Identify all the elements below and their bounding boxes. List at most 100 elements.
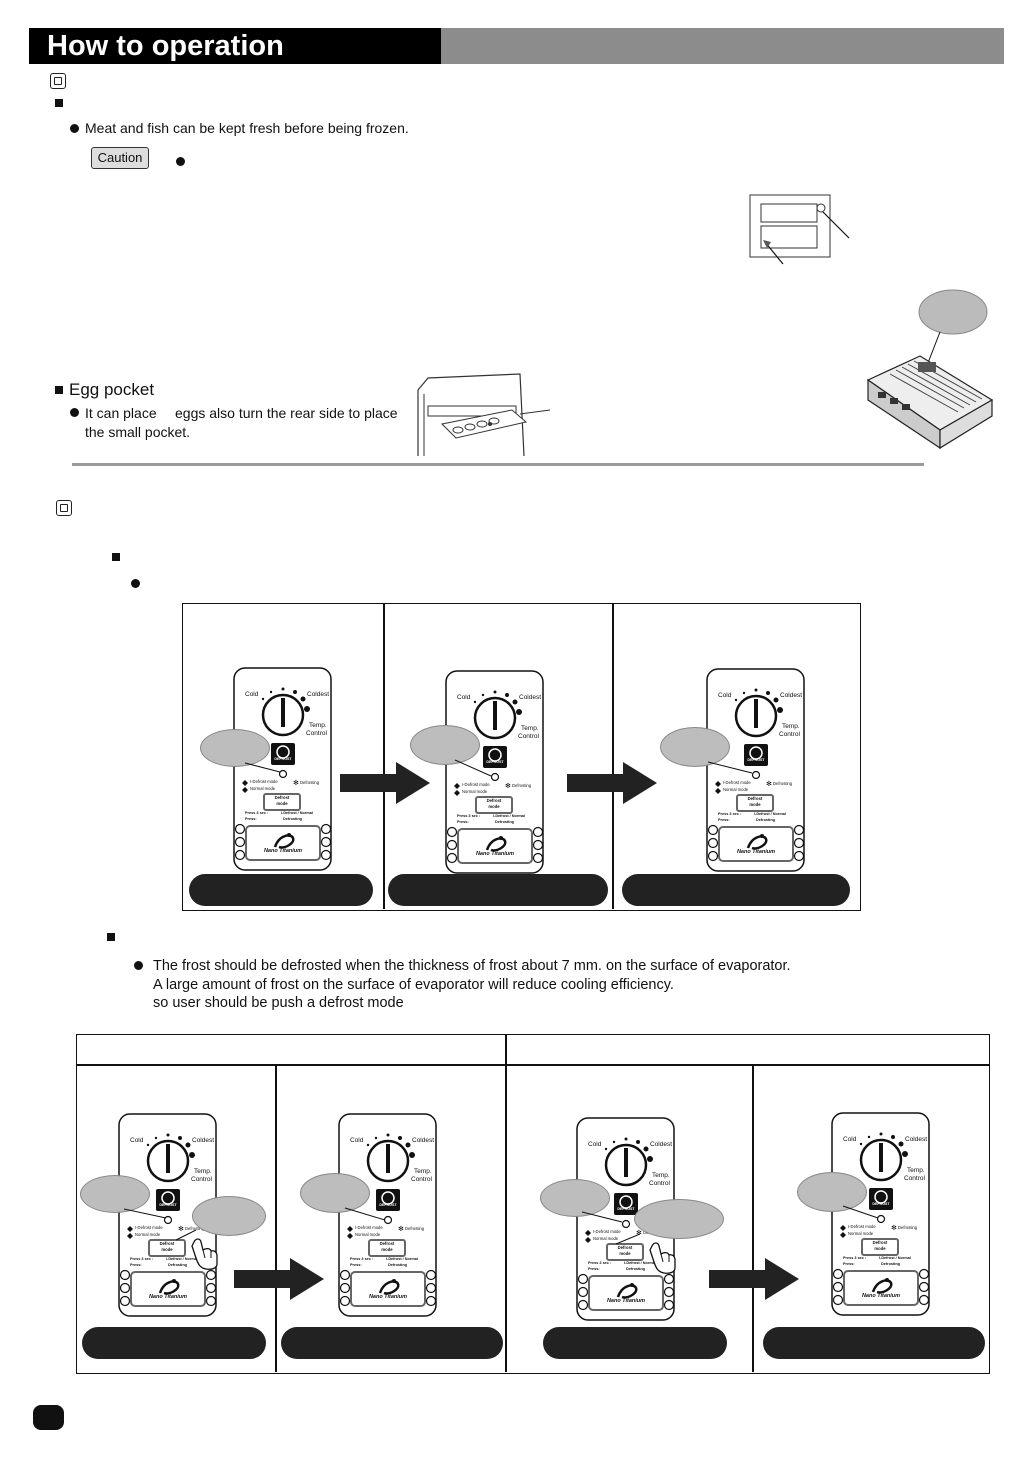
defrosting-label: Defrosting bbox=[512, 783, 532, 788]
round-bullet-icon bbox=[176, 157, 185, 166]
defrost-button-label[interactable]: Defrost bbox=[379, 1241, 395, 1246]
cold-label: Cold bbox=[245, 691, 259, 698]
normal-mode-label: Normal mode bbox=[723, 787, 749, 792]
nano-titanium-logo: Nano Titanium bbox=[263, 848, 303, 854]
coldest-label: Coldest bbox=[905, 1136, 928, 1143]
press-label: Press: bbox=[245, 817, 257, 821]
divider bbox=[612, 604, 614, 909]
control-panel-outline: ✻ bbox=[233, 667, 332, 871]
control-label: Control bbox=[779, 731, 800, 738]
defrost-button-label[interactable]: Defrost bbox=[274, 795, 290, 800]
press-label: Press: bbox=[130, 1263, 142, 1267]
arrow-right-icon bbox=[709, 1258, 799, 1300]
press3-value: I-Defrost / Normal bbox=[754, 812, 786, 816]
control-panel-outline: ✻ bbox=[576, 1117, 675, 1321]
callout-bubble bbox=[410, 725, 480, 765]
defrost-text-3: so user should be push a defrost mode bbox=[153, 995, 404, 1011]
control-label: Control bbox=[191, 1176, 212, 1183]
idefrost-mode-label: I-Defrost mode bbox=[135, 1225, 163, 1230]
hand-press-icon bbox=[191, 1238, 218, 1270]
control-panel-outline: ✻ bbox=[706, 668, 805, 872]
callout-bubble bbox=[540, 1179, 610, 1217]
idefrost-mode-label: I-Defrost mode bbox=[355, 1225, 383, 1230]
square-bullet-icon bbox=[55, 386, 63, 394]
label-pill bbox=[622, 874, 850, 906]
svg-text:✻: ✻ bbox=[505, 782, 511, 790]
callout-bubble bbox=[634, 1199, 724, 1239]
divider bbox=[275, 1065, 277, 1372]
defrost-badge-label: DEFROST bbox=[486, 760, 504, 764]
callout-bubble bbox=[80, 1175, 150, 1213]
cold-label: Cold bbox=[588, 1141, 602, 1148]
section-divider bbox=[72, 463, 924, 466]
defrost-button-label[interactable]: Defrost bbox=[486, 798, 502, 803]
divider bbox=[383, 604, 385, 909]
coldest-label: Coldest bbox=[519, 694, 542, 701]
cold-label: Cold bbox=[718, 692, 732, 699]
idefrost-mode-label: I-Defrost mode bbox=[723, 780, 751, 785]
defrost-button-label-2[interactable]: mode bbox=[161, 1247, 173, 1252]
section-icon bbox=[56, 500, 72, 516]
callout-bubble bbox=[660, 727, 730, 767]
defrost-button-label[interactable]: Defrost bbox=[872, 1240, 888, 1245]
defrost-button-label[interactable]: Defrost bbox=[159, 1241, 175, 1246]
title-bar: How to operation bbox=[29, 28, 1004, 64]
egg-pocket-text-b: eggs also turn the rear side to place bbox=[175, 405, 398, 421]
defrost-button-label-2[interactable]: mode bbox=[619, 1251, 631, 1256]
defrost-button-label-2[interactable]: mode bbox=[381, 1247, 393, 1252]
temp-label: Temp. bbox=[194, 1168, 212, 1175]
callout-leader bbox=[244, 762, 281, 773]
defrost-button-label[interactable]: Defrost bbox=[617, 1245, 633, 1250]
coldest-label: Coldest bbox=[192, 1137, 215, 1144]
defrost-badge-label: DEFROST bbox=[617, 1207, 635, 1211]
press-label: Press: bbox=[588, 1267, 600, 1271]
idefrost-mode-label: I-Defrost mode bbox=[848, 1224, 876, 1229]
coldest-label: Coldest bbox=[650, 1141, 673, 1148]
control-panel-outline: ✻ bbox=[118, 1113, 217, 1317]
press3-value: I-Defrost / Normal bbox=[493, 814, 525, 818]
svg-text:✻: ✻ bbox=[891, 1224, 897, 1232]
arrow-right-icon bbox=[234, 1258, 324, 1300]
control-label: Control bbox=[411, 1176, 432, 1183]
svg-text:✻: ✻ bbox=[636, 1229, 642, 1237]
press3-label: Press 3 sec : bbox=[718, 812, 742, 816]
press-label: Press: bbox=[843, 1262, 855, 1266]
nano-titanium-logo: Nano Titanium bbox=[475, 851, 515, 857]
arrow-right-icon bbox=[340, 762, 430, 804]
callout-bubble bbox=[200, 729, 270, 767]
callout-leader bbox=[123, 1208, 167, 1219]
hand-press-icon bbox=[649, 1242, 676, 1274]
defrosting-label: Defrosting bbox=[185, 1226, 205, 1231]
arrow-right-icon bbox=[567, 762, 657, 804]
temp-label: Temp. bbox=[521, 725, 539, 732]
defrosting-label: Defrosting bbox=[405, 1226, 425, 1231]
meat-fish-text: Meat and fish can be kept fresh before b… bbox=[85, 120, 409, 136]
press-value: Defrosting bbox=[881, 1262, 900, 1266]
defrosting-label: Defrosting bbox=[898, 1225, 918, 1230]
temp-label: Temp. bbox=[414, 1168, 432, 1175]
page-title: How to operation bbox=[47, 30, 284, 62]
nano-titanium-logo: Nano Titanium bbox=[736, 849, 776, 855]
divider bbox=[505, 1035, 507, 1372]
control-panel: ✻ Cold Coldest Temp. Control DEFROST I-D… bbox=[831, 1112, 931, 1316]
press-label: Press: bbox=[457, 820, 469, 824]
svg-text:✻: ✻ bbox=[766, 780, 772, 788]
press3-value: I-Defrost / Normal bbox=[281, 811, 313, 815]
defrost-button-label-2[interactable]: mode bbox=[749, 802, 761, 807]
callout-bubble bbox=[192, 1196, 266, 1236]
defrost-button-label-2[interactable]: mode bbox=[488, 804, 500, 809]
egg-pocket-illustration bbox=[417, 373, 551, 457]
defrost-button-label-2[interactable]: mode bbox=[874, 1246, 886, 1251]
round-bullet-icon bbox=[70, 124, 79, 133]
defrost-button-label[interactable]: Defrost bbox=[747, 796, 763, 801]
defrost-button-label-2[interactable]: mode bbox=[276, 801, 288, 806]
defrost-badge-label: DEFROST bbox=[872, 1202, 890, 1206]
label-pill bbox=[189, 874, 373, 906]
egg-pocket-text-c: the small pocket. bbox=[85, 424, 191, 440]
label-pill bbox=[281, 1327, 503, 1359]
press-value: Defrosting bbox=[495, 820, 514, 824]
press3-value: I-Defrost / Normal bbox=[879, 1256, 911, 1260]
press-value: Defrosting bbox=[626, 1267, 645, 1271]
nano-titanium-logo: Nano Titanium bbox=[148, 1294, 188, 1300]
temp-label: Temp. bbox=[782, 723, 800, 730]
